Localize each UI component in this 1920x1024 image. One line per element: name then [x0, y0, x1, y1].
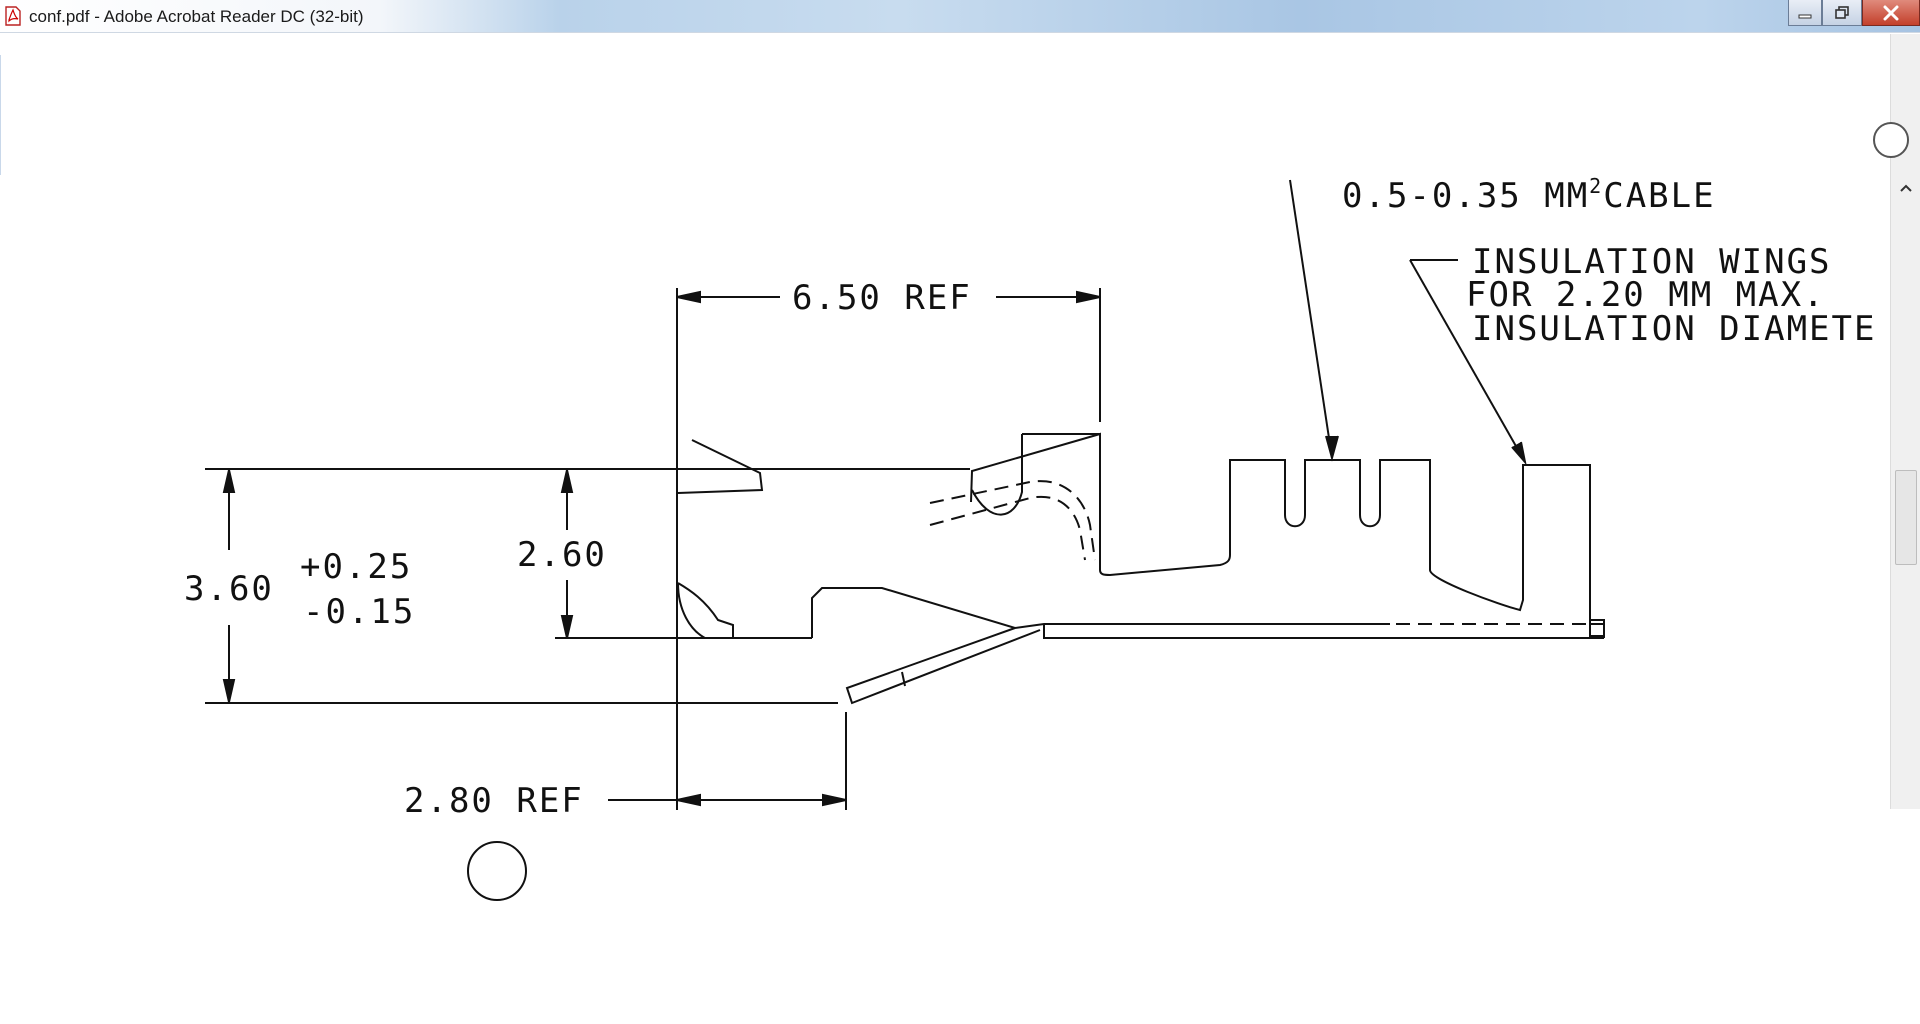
close-icon: [1883, 5, 1899, 20]
tolerance-plus-label: +0.25: [300, 547, 412, 587]
pdf-icon: [5, 6, 21, 26]
tolerance-minus-label: -0.15: [303, 592, 415, 632]
cable-label: 0.5-0.35 MM2CABLE: [1342, 174, 1716, 216]
dim-inner-label: 2.60: [517, 535, 607, 575]
insulation-wings-line3: INSULATION DIAMETE: [1472, 309, 1876, 349]
minimize-icon: [1798, 14, 1812, 18]
scroll-up-button[interactable]: [1898, 180, 1914, 196]
dim-bottom-label: 2.80 REF: [404, 781, 584, 821]
minimize-button[interactable]: [1788, 0, 1822, 26]
insulation-wings-line2: FOR 2.20 MM MAX.: [1466, 275, 1826, 315]
restore-button[interactable]: [1822, 0, 1862, 26]
scrollbar-thumb[interactable]: [1895, 470, 1917, 565]
title-bar: conf.pdf - Adobe Acrobat Reader DC (32-b…: [0, 0, 1920, 33]
insulation-wings-line1: INSULATION WINGS: [1472, 242, 1832, 282]
chevron-up-icon: [1900, 184, 1912, 192]
vertical-scrollbar[interactable]: [1890, 34, 1920, 809]
dim-height-label: 3.60: [184, 569, 274, 609]
drawing-labels: 0.5-0.35 MM2CABLE INSULATION WINGS FOR 2…: [184, 174, 1876, 821]
dim-top-label: 6.50 REF: [792, 278, 972, 318]
restore-icon: [1835, 5, 1849, 19]
document-page: [0, 34, 1890, 1024]
scroll-mode-button[interactable]: [1873, 122, 1909, 158]
window-title: conf.pdf - Adobe Acrobat Reader DC (32-b…: [29, 7, 364, 26]
page-edge: [0, 55, 1, 175]
